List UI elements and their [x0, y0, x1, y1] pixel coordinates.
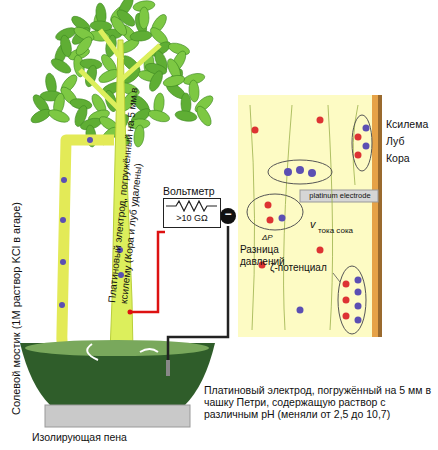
sap-flow-lines — [250, 105, 358, 330]
sap-flow-label: тока сока — [318, 226, 370, 235]
leaf — [147, 69, 165, 93]
foam-label: Изолирующая пена — [32, 431, 172, 443]
salt-bridge-label: Солевой мостик (1М раствор KCl в агаре) — [10, 187, 23, 415]
flow-arrow — [140, 349, 158, 352]
solution — [25, 340, 209, 356]
leaf — [174, 109, 197, 122]
phloem-layer — [372, 95, 378, 337]
bark-label: Кора — [386, 152, 438, 164]
leaf — [114, 7, 137, 29]
voltmeter: Вольтметр>10 GΩ — [163, 184, 221, 228]
leaf — [130, 30, 153, 42]
dish-electrode — [166, 360, 170, 376]
leaf — [29, 106, 53, 125]
ions — [252, 117, 370, 324]
xylem-label: Ксилема — [386, 118, 438, 130]
zeta-potential-label: ζ-потенциал — [270, 262, 336, 274]
platinum-electrode — [300, 190, 378, 202]
voltmeter-heading: Вольтметр — [163, 184, 221, 198]
xylem-panel — [238, 95, 372, 337]
leaf — [59, 34, 73, 58]
phloem-label: Луб — [386, 135, 438, 147]
dish-electrode-label: Платиновый электрод, погружённый на 5 мм… — [204, 384, 436, 420]
flow-arrow — [87, 344, 98, 360]
electrode-label: platinum electrode — [301, 192, 379, 201]
bark-layer — [378, 95, 382, 337]
resistor-symbol — [164, 200, 219, 212]
leader-line — [333, 273, 340, 282]
leaf — [47, 107, 71, 125]
voltmeter-box: >10 GΩ — [163, 198, 221, 228]
insulating-foam — [45, 405, 190, 427]
resistance-label: >10 GΩ — [164, 199, 220, 224]
leaf — [147, 108, 171, 124]
xylem-electrode-label: Платиновый электрод, погружённый на 5 мм… — [106, 78, 152, 304]
ellipses — [247, 115, 372, 334]
leaf — [49, 56, 73, 76]
red-wire — [130, 232, 165, 312]
xylem-electrode — [128, 310, 133, 315]
leaf — [194, 104, 214, 128]
leaf — [139, 7, 149, 29]
delta-p-label: ΔP — [262, 233, 286, 242]
leaf — [73, 34, 94, 57]
black-wire — [168, 226, 228, 372]
minus-terminal — [220, 208, 236, 224]
leaf — [162, 73, 186, 88]
salt-bridge — [62, 140, 114, 368]
minus-sign: − — [222, 208, 234, 222]
branches — [80, 30, 160, 110]
